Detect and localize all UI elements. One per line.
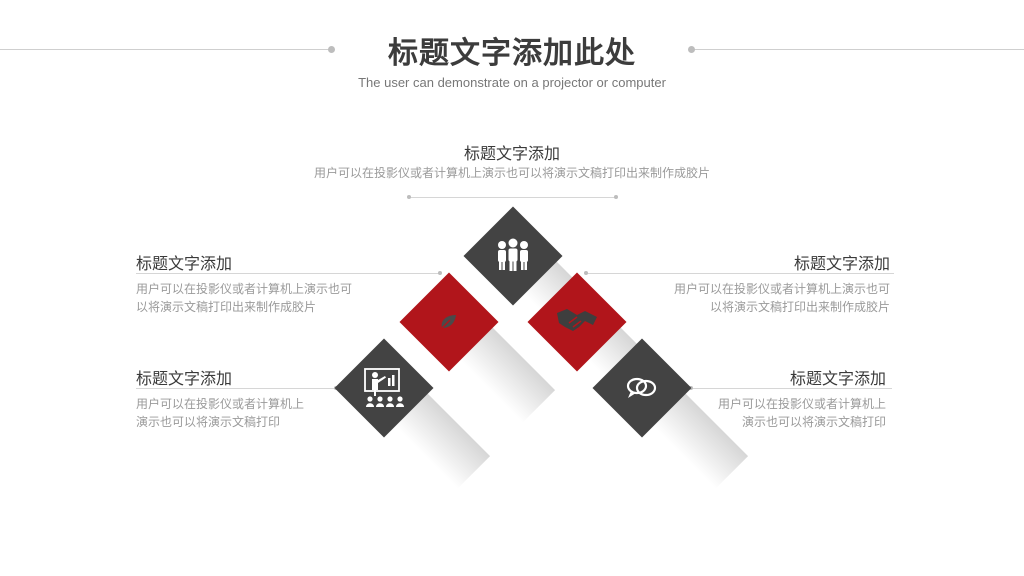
handshake-icon [557, 309, 597, 331]
right-lower-desc-1: 用户可以在投影仪或者计算机上 [717, 397, 886, 411]
top-line-dot-left [407, 195, 411, 199]
right-upper-line [586, 273, 894, 274]
left-lower-desc-1: 用户可以在投影仪或者计算机上 [136, 397, 305, 411]
top-block-title: 标题文字添加 [463, 144, 560, 163]
top-line-dot-right [614, 195, 618, 199]
right-lower-title: 标题文字添加 [789, 369, 886, 388]
group-people-icon [498, 238, 528, 271]
header-line-right [692, 49, 1024, 50]
page-title: 标题文字添加此处 [388, 36, 636, 71]
right-upper-desc-2: 以将演示文稿打印出来制作成胶片 [709, 300, 890, 314]
header-line-left [0, 49, 330, 50]
header-dot-left [328, 46, 335, 53]
right-upper-desc-1: 用户可以在投影仪或者计算机上演示也可 [673, 282, 890, 296]
left-lower-desc-2: 演示也可以将演示文稿打印 [136, 415, 281, 429]
presentation-icon [364, 368, 404, 407]
right-lower-desc-2: 演示也可以将演示文稿打印 [741, 415, 886, 429]
left-upper-desc-1: 用户可以在投影仪或者计算机上演示也可 [136, 282, 353, 296]
left-upper-dot [438, 271, 442, 275]
leaf-icon [441, 315, 456, 329]
top-block-desc: 用户可以在投影仪或者计算机上演示也可以将演示文稿打印出来制作成胶片 [313, 166, 710, 180]
left-upper-title: 标题文字添加 [136, 254, 233, 273]
right-lower-line [692, 388, 892, 389]
left-lower-line [136, 388, 336, 389]
speech-bubbles-icon [626, 377, 657, 398]
header-dot-right [688, 46, 695, 53]
right-upper-title: 标题文字添加 [793, 254, 890, 273]
page-subtitle: The user can demonstrate on a projector … [358, 75, 666, 90]
top-block-line [410, 197, 616, 198]
left-upper-line [136, 273, 440, 274]
right-upper-dot [584, 271, 588, 275]
left-lower-title: 标题文字添加 [136, 369, 233, 388]
left-upper-desc-2: 以将演示文稿打印出来制作成胶片 [136, 300, 317, 314]
